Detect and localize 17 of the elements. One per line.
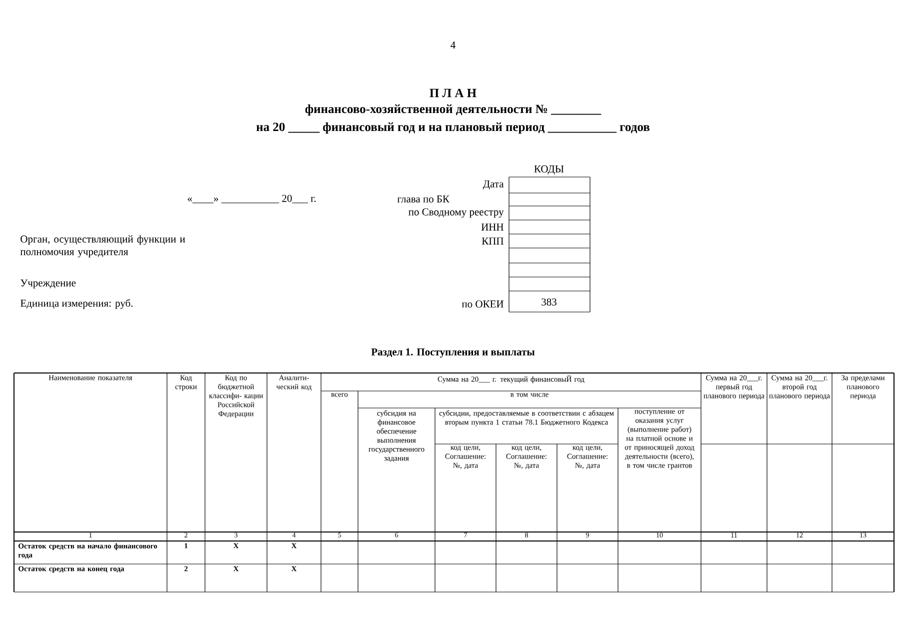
code-value: 383 bbox=[542, 298, 556, 306]
page-number: 4 bbox=[450, 42, 456, 48]
subtitle: на 20 _____ финансовый год и на плановый период ___________ годов bbox=[256, 122, 650, 134]
form-label: КПП bbox=[482, 238, 504, 244]
form-label: глава по БК bbox=[397, 196, 450, 202]
subtitle: финансово-хозяйственной деятельности № ________ bbox=[305, 104, 602, 116]
code-box-header: КОДЫ bbox=[534, 165, 564, 175]
form-label: Орган, осуществляющий функции и полномочия учредителя bbox=[20, 235, 186, 258]
form-label: Дата bbox=[482, 180, 504, 190]
section-heading: Раздел 1. Поступления и выплаты bbox=[371, 348, 535, 358]
date-fill-in: «____» ___________ 20___ г. bbox=[188, 194, 316, 204]
form-label: Единица измерения: руб. bbox=[20, 299, 133, 309]
form-label: по ОКЕИ bbox=[462, 300, 504, 308]
title: П Л А Н bbox=[430, 88, 476, 98]
form-label: Учреждение bbox=[20, 279, 76, 289]
form-label: ИНН bbox=[481, 224, 504, 230]
form-label: по Сводному реестру bbox=[408, 208, 504, 218]
